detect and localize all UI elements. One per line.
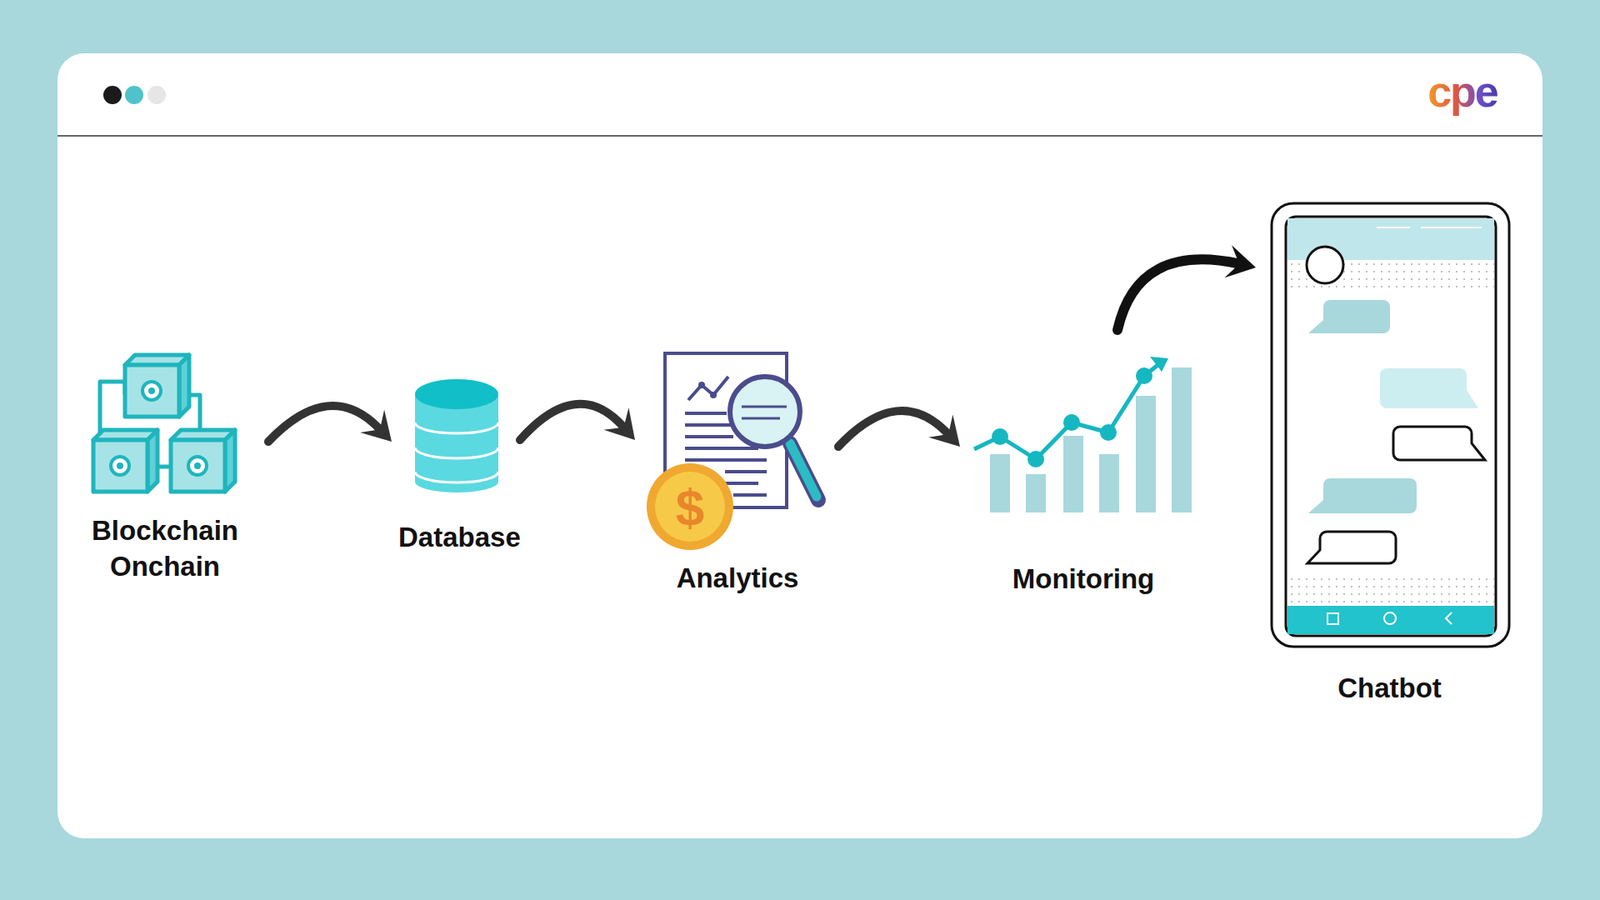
arrow-line [838,410,949,447]
coin-symbol: $ [675,477,705,537]
node-label: Database [398,520,515,556]
icon-node: Chatbot [1262,195,1517,713]
flow-arrow [838,410,960,447]
logo-text: cpe [1427,66,1498,117]
node-label: Blockchain Onchain [66,513,264,585]
icon-node: Monitoring [966,333,1200,600]
arrow-line [520,404,625,440]
node-label: Analytics [641,560,834,597]
flow-arrow [268,405,392,442]
arrow-line [1117,259,1240,330]
arrow-head [928,415,960,447]
flow-arrow [520,404,635,440]
flow-arrow [1117,245,1256,330]
arrow-head [603,407,635,440]
icon-node: Database [398,366,515,567]
arrow-head [360,410,392,442]
arrow-line [268,405,380,442]
icon-node: Blockchain Onchain [66,350,264,600]
node-label: Monitoring [966,561,1200,598]
node-label: Chatbot [1262,670,1517,707]
icon-node: Analytics [641,345,834,600]
arrow-head [1225,245,1256,278]
